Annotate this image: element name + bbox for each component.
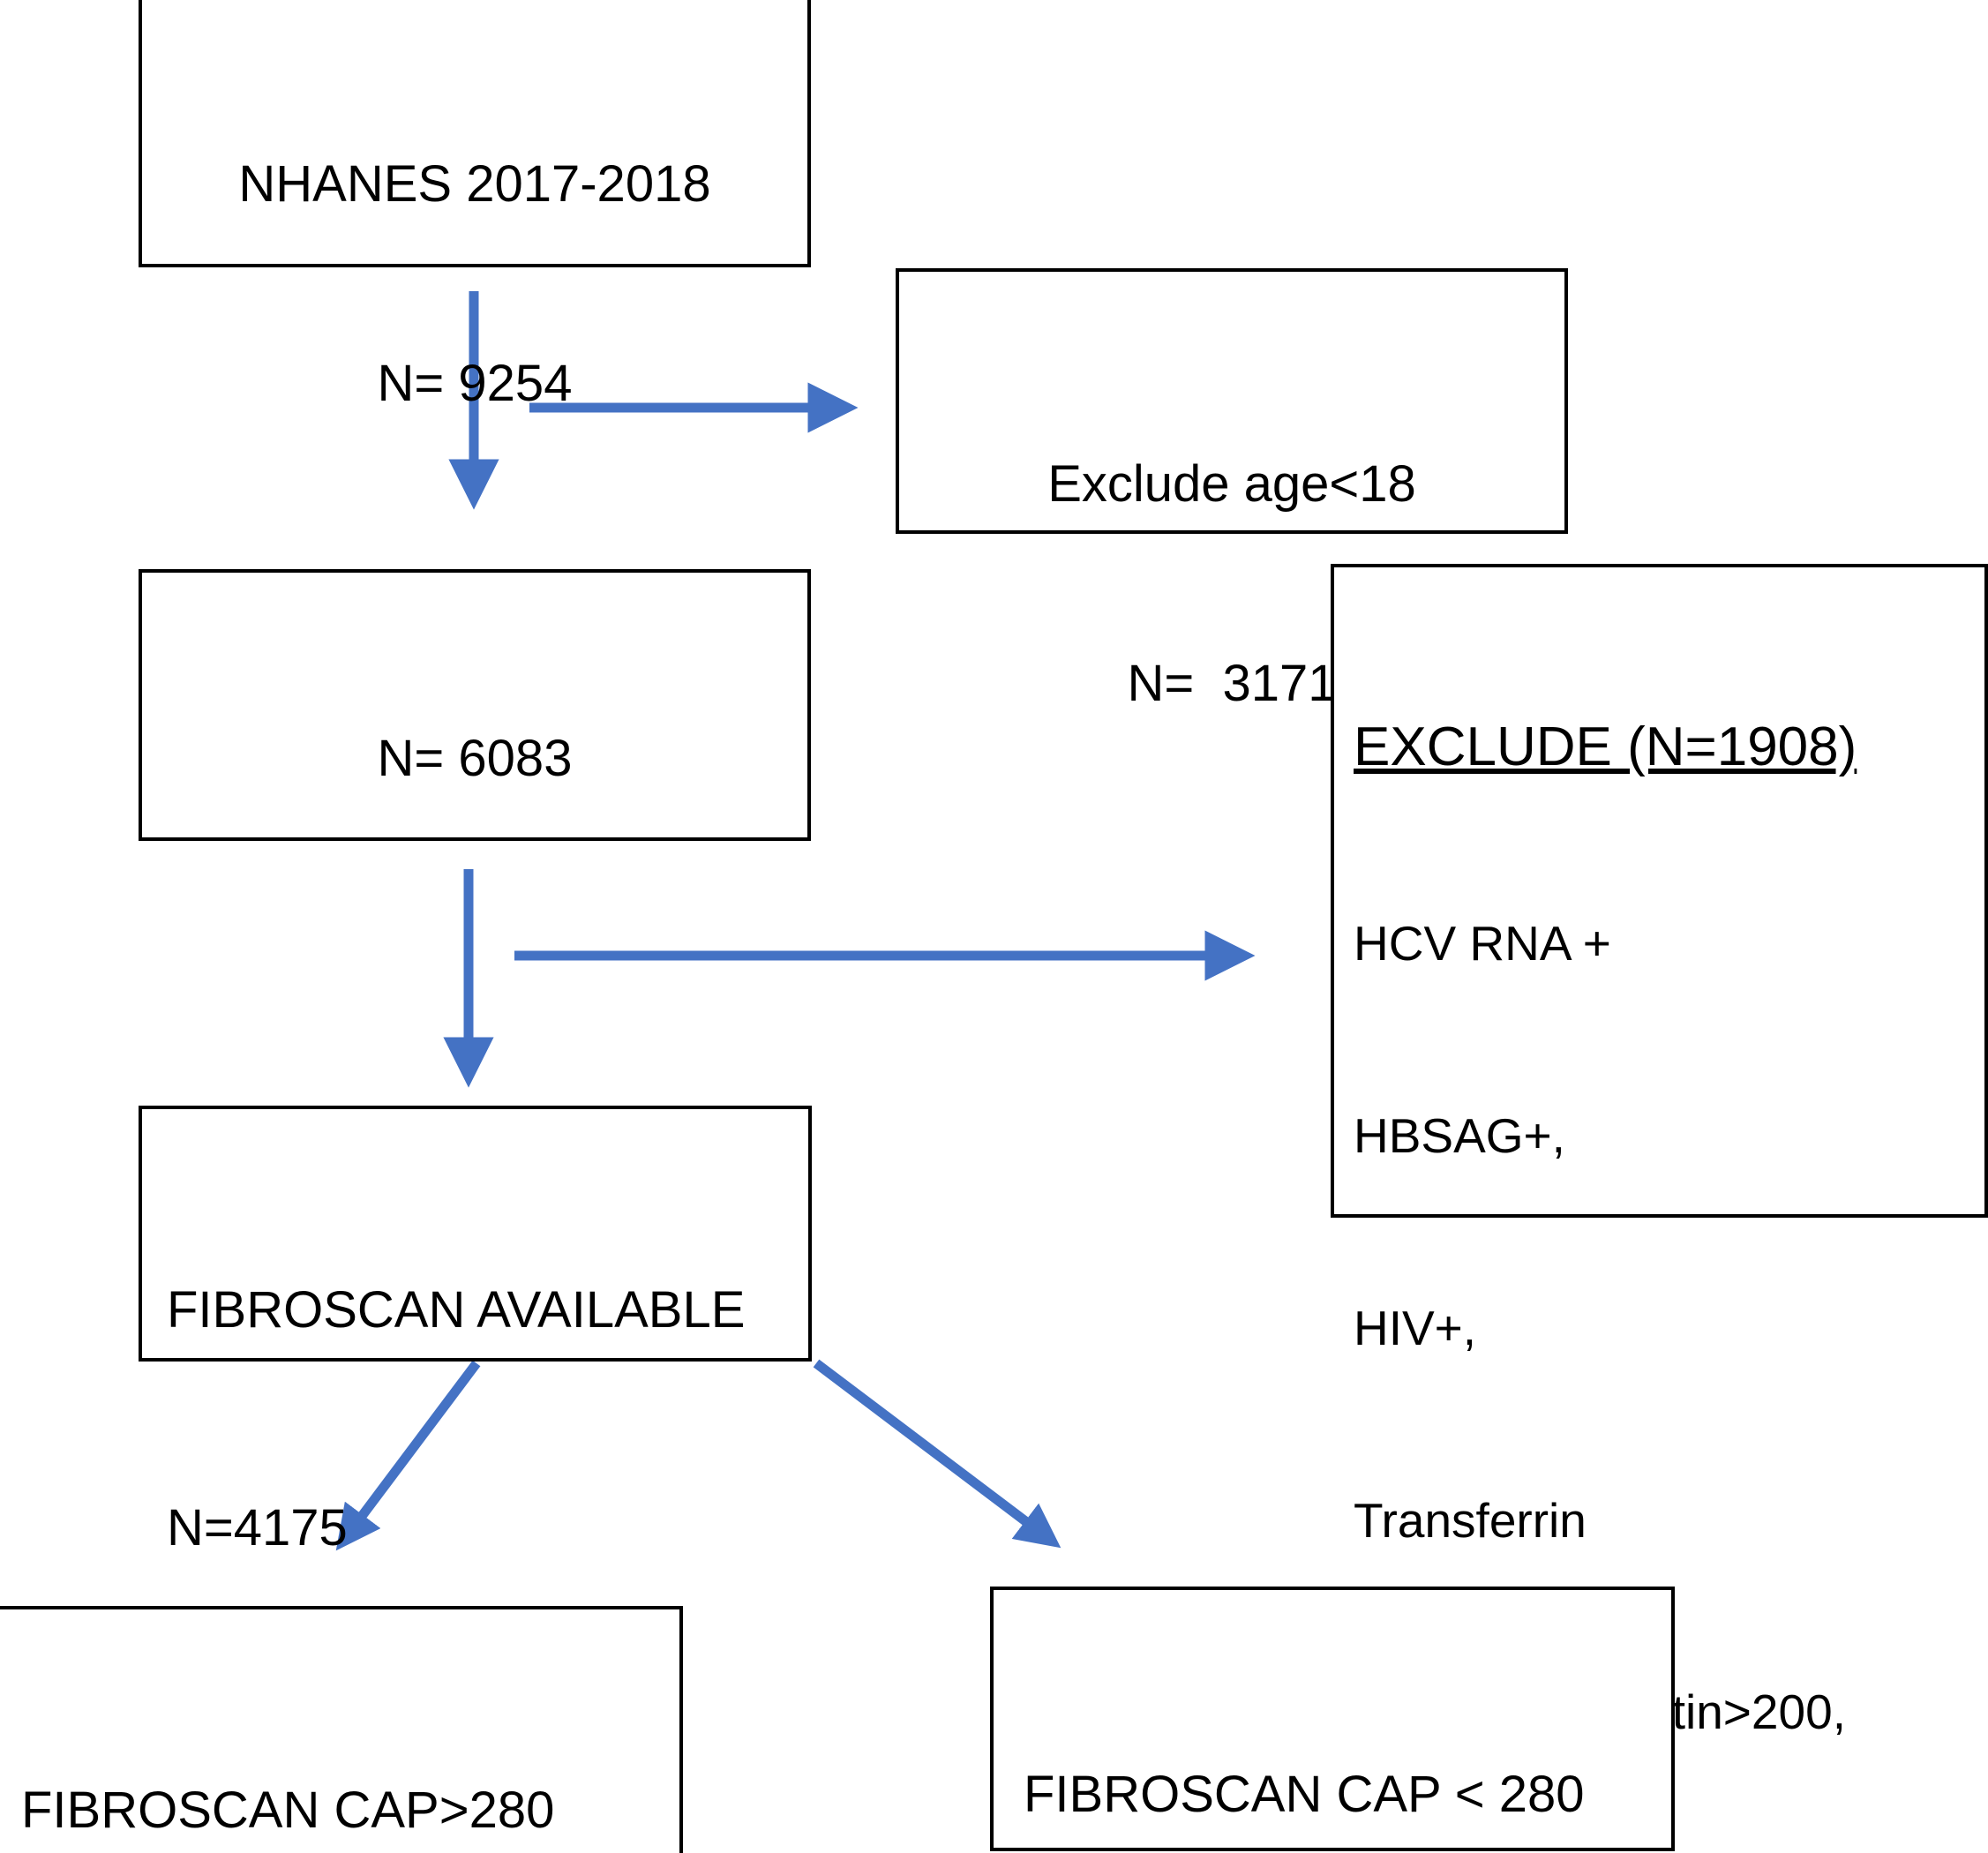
node-exclude-age: Exclude age<18 N= 3171	[896, 268, 1568, 712]
masld-cases-criterion: FIBROSCAN CAP>280	[21, 1781, 555, 1839]
exclude-age-count: N= 3171	[1127, 654, 1337, 712]
source-cohort-title: NHANES 2017-2018	[238, 154, 711, 213]
node-masld-cases: FIBROSCAN CAP>280 MASLD CASES N= 1648	[0, 1606, 683, 1853]
node-fibroscan-available: FIBROSCAN AVAILABLE N=4175	[139, 1106, 812, 1557]
adults-remaining-count: N= 6083	[377, 729, 573, 787]
exclude-criteria-item: Transferrin	[1354, 1492, 1587, 1548]
node-controls: FIBROSCAN CAP < 280 CONTROLS N= 2527	[990, 1587, 1675, 1851]
exclude-criteria-item: HBSAG+,	[1354, 1107, 1565, 1163]
fibroscan-available-title: FIBROSCAN AVAILABLE	[167, 1280, 746, 1339]
exclude-criteria-item: HCV RNA +	[1354, 916, 1611, 972]
fibroscan-available-count: N=4175	[167, 1498, 348, 1557]
exclude-criteria-header: EXCLUDE (N=1908)	[1354, 716, 1857, 778]
source-cohort-count: N= 9254	[377, 354, 573, 412]
node-source-cohort: NHANES 2017-2018 N= 9254	[139, 0, 811, 412]
arrow-fibroscan-to-controls	[813, 1359, 1062, 1549]
exclude-age-title: Exclude age<18	[1047, 454, 1416, 513]
node-adults-remaining: N= 6083	[139, 569, 811, 841]
controls-criterion: FIBROSCAN CAP < 280	[1024, 1765, 1585, 1823]
node-exclude-criteria: EXCLUDE (N=1908) HCV RNA + HBSAG+, HIV+,…	[1331, 564, 1988, 1739]
exclude-criteria-item: HIV+,	[1354, 1300, 1477, 1355]
